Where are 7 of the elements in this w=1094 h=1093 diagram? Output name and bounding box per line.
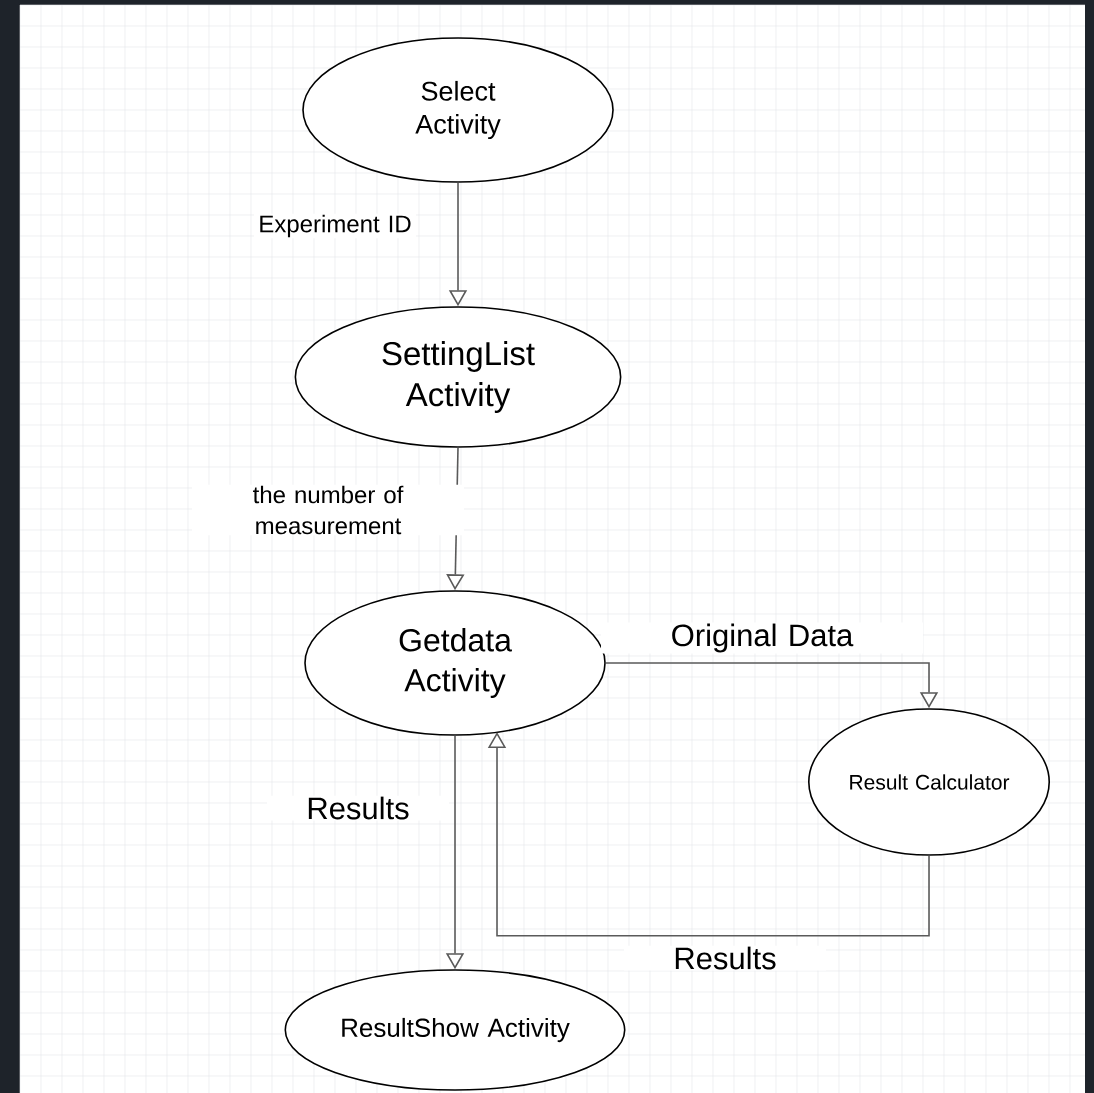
edge-label: Results (267, 795, 449, 821)
arrow (487, 732, 930, 937)
edge-label: Results (624, 945, 826, 971)
edge-label: the number of measurement (192, 484, 464, 536)
edge-label: Experiment ID (254, 213, 416, 239)
edge-label: Original Data (601, 622, 923, 654)
node-label: ResultShow Activity (342, 1017, 570, 1043)
